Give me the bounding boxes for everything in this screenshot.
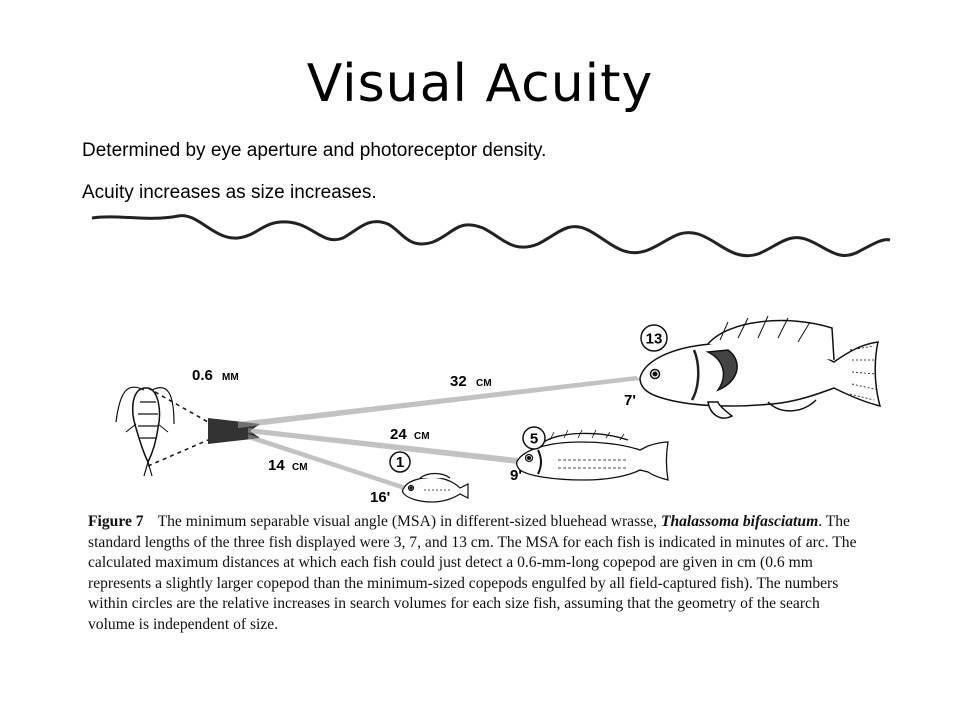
bullet-aperture: Determined by eye aperture and photorece…	[82, 140, 547, 161]
msa-7: 7'	[624, 392, 636, 409]
figure-caption: Figure 7 The minimum separable visual ang…	[88, 512, 870, 635]
slide-title: Visual Acuity	[306, 54, 654, 114]
copepod-size-value: 0.6	[192, 367, 213, 384]
msa-figure: 13 7' 5 9' 1 16' 0.6 MM 32 CM 24 CM 14 C…	[91, 214, 891, 506]
copepod-cone-lines	[147, 387, 209, 467]
search-volume-1: 1	[396, 454, 404, 471]
search-volume-5: 5	[530, 431, 538, 448]
bullet-size: Acuity increases as size increases.	[82, 182, 377, 203]
caption-species: Thalassoma bifasciatum	[660, 513, 819, 530]
distance-14-unit: CM	[292, 462, 308, 473]
distance-24-value: 24	[390, 426, 407, 443]
search-volume-13: 13	[646, 331, 663, 348]
search-volume-circle-13	[640, 324, 668, 352]
copepod-size-unit: MM	[222, 372, 239, 383]
ray-32cm	[238, 376, 640, 428]
distance-14-value: 14	[268, 457, 285, 474]
large-fish-drawing	[639, 315, 882, 419]
ray-24cm	[248, 428, 518, 464]
distance-32-value: 32	[450, 373, 467, 390]
copepod-drawing	[115, 386, 175, 477]
small-fish-drawing	[401, 472, 469, 503]
caption-text-1: The minimum separable visual angle (MSA)…	[157, 513, 658, 530]
caption-text-2: . The standard lengths of the three fish…	[88, 513, 857, 633]
ray-14cm	[248, 434, 406, 490]
water-surface-line	[91, 214, 891, 258]
medium-fish-drawing	[516, 429, 669, 481]
figure-label: Figure 7	[88, 513, 144, 530]
search-volume-circle-5	[522, 426, 546, 450]
search-volume-circle-1	[389, 451, 411, 473]
distance-32-unit: CM	[476, 378, 492, 389]
msa-9: 9'	[510, 467, 522, 484]
distance-24-unit: CM	[414, 431, 430, 442]
msa-16: 16'	[370, 489, 390, 506]
